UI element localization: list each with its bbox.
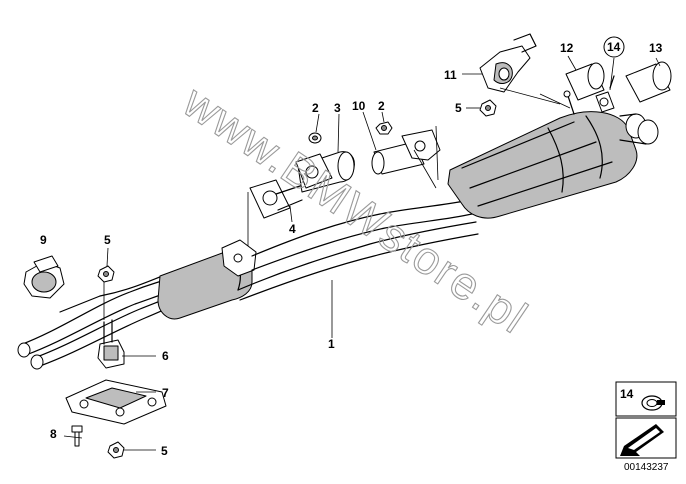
rear-silencer: [447, 90, 659, 219]
svg-text:14: 14: [607, 40, 621, 54]
callout-leaders: [63, 55, 661, 451]
legend-number: 14: [620, 387, 634, 401]
callout-11: 11: [444, 68, 457, 82]
connecting-pipe-part-10: [371, 129, 441, 175]
nut-part-5a: [97, 265, 115, 283]
callout-2b: 2: [378, 99, 385, 113]
callout-14-circled: 14: [603, 36, 625, 58]
callout-9: 9: [40, 233, 47, 247]
hanger-bracket-part-11: [479, 33, 537, 93]
clamp-part-14: [595, 75, 615, 113]
mounting-plate-part-7: [65, 379, 167, 425]
callout-3: 3: [334, 101, 341, 115]
callout-13: 13: [649, 41, 663, 55]
pipe-clamp-part-9: [23, 255, 65, 299]
rubber-mount-part-6: [97, 319, 125, 369]
callout-4: 4: [289, 222, 296, 236]
callout-2a: 2: [312, 101, 319, 115]
nut-part-2a: [308, 132, 322, 144]
document-number: 00143237: [624, 462, 669, 473]
exhaust-pipe-assembly: [17, 199, 479, 370]
bolt-part-8: [71, 425, 83, 447]
tailpipe-trim-part-12: [565, 62, 605, 101]
direction-arrow-icon: [620, 424, 664, 456]
callout-12: 12: [560, 41, 574, 55]
clamp-icon: [641, 395, 665, 411]
callout-6: 6: [162, 349, 169, 363]
nut-part-5b: [479, 99, 497, 117]
callout-10: 10: [352, 99, 366, 113]
callout-5c: 5: [161, 444, 168, 458]
callout-8: 8: [50, 427, 57, 441]
nut-part-2b: [375, 121, 393, 135]
tailpipe-trim-part-13: [625, 61, 672, 103]
callout-5a: 5: [104, 233, 111, 247]
callout-7: 7: [162, 386, 169, 400]
callout-5b: 5: [455, 101, 462, 115]
nut-part-5c: [107, 441, 125, 459]
flange-gasket-part-4: [249, 179, 303, 219]
intermediate-pipe-part-3: [295, 151, 355, 193]
callout-1: 1: [328, 337, 335, 351]
legend-box: 14 00143237: [615, 381, 677, 473]
